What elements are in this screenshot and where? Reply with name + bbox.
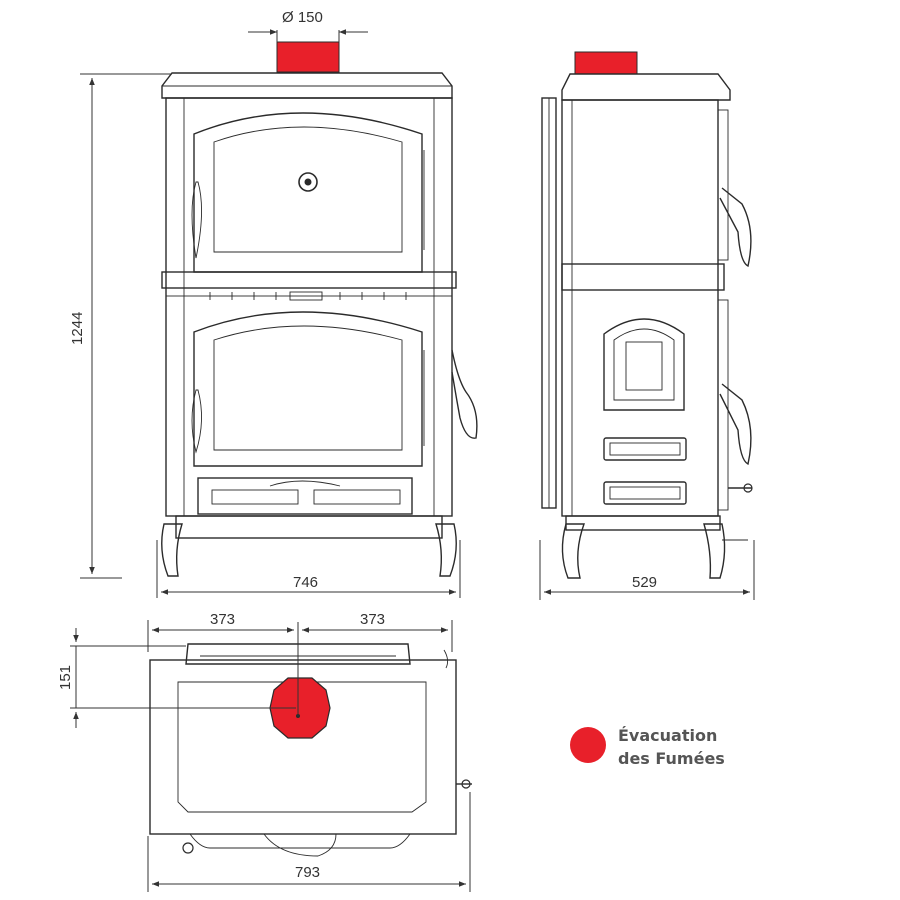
legend-flue-marker (570, 727, 606, 763)
oven-thermometer-icon (298, 172, 318, 192)
legend-line-2: des Fumées (618, 749, 725, 768)
dimension-lines (70, 29, 755, 892)
dim-half-right: 373 (360, 611, 385, 628)
dim-front-width: 746 (293, 574, 318, 591)
dim-half-left: 373 (210, 611, 235, 628)
legend-line-1: Évacuation (618, 726, 717, 745)
dim-flue-offset: 151 (57, 665, 74, 690)
side-flue-pipe (574, 51, 638, 75)
dim-height: 1244 (69, 312, 86, 345)
front-view (161, 41, 478, 577)
dim-flue-diameter: Ø 150 (282, 9, 323, 26)
legend: Évacuation des Fumées (570, 726, 725, 768)
side-view (541, 51, 753, 579)
top-view (149, 643, 472, 857)
top-flue-opening (269, 677, 331, 739)
front-flue-pipe (276, 41, 340, 73)
dim-top-width: 793 (295, 864, 320, 881)
dim-side-depth: 529 (632, 574, 657, 591)
